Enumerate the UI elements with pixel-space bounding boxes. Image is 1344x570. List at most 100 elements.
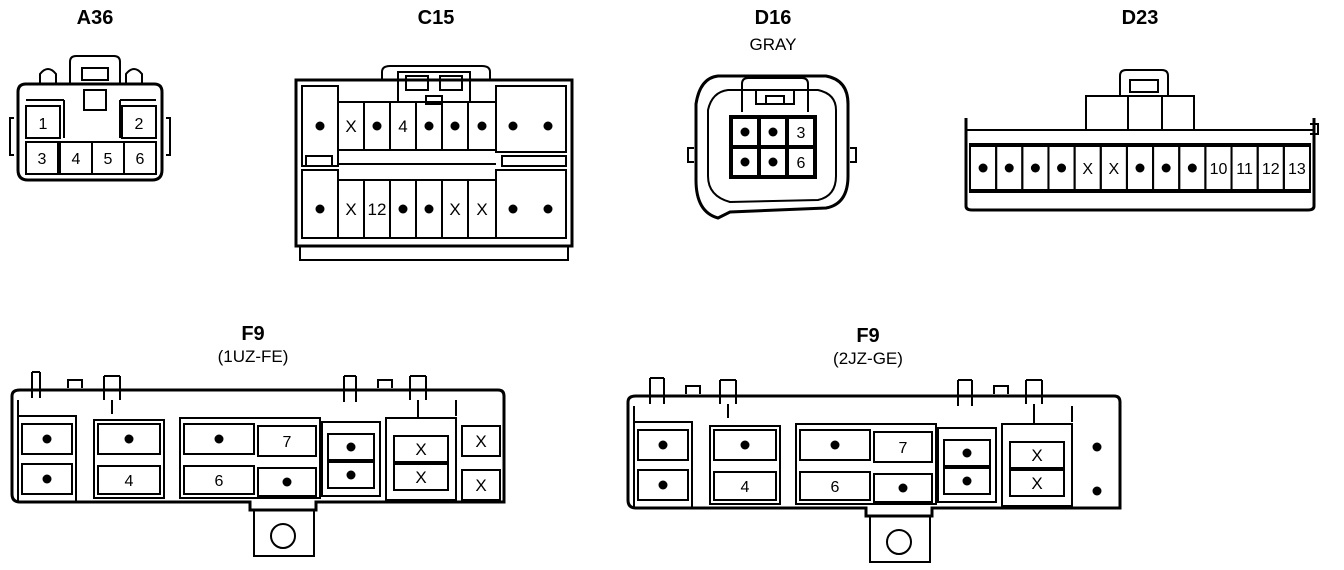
pin-cell: X xyxy=(461,425,501,457)
connector-a36-title: A36 xyxy=(77,7,114,29)
pin-label: 11 xyxy=(1236,161,1253,178)
pin-label: 4 xyxy=(741,479,750,496)
pin-cell xyxy=(995,145,1024,191)
pin-cell: 11 xyxy=(1230,145,1259,191)
pin-dot xyxy=(346,442,356,452)
connector-d16-body xyxy=(687,74,857,220)
pin-cell: X xyxy=(337,101,365,151)
pin-label: 2 xyxy=(135,116,144,133)
pin-dot xyxy=(508,121,518,131)
pin-cell xyxy=(969,145,998,191)
pin-label: X xyxy=(475,432,486,451)
pin-dot xyxy=(282,477,292,487)
pin-dot xyxy=(1092,486,1102,496)
pin-cell xyxy=(467,101,497,151)
connector-d23-body xyxy=(964,69,1319,212)
connector-d16: D16 GRAY 36 xyxy=(687,7,857,220)
pin-label: X xyxy=(476,200,487,219)
pin-dot xyxy=(1187,163,1197,173)
pin-cell: 6 xyxy=(183,465,255,495)
pin-label: 4 xyxy=(72,151,81,168)
pin-cell xyxy=(389,179,417,239)
pin-cell: 6 xyxy=(799,471,871,501)
connector-f9-1uz-body xyxy=(10,371,506,557)
pin-cell: 7 xyxy=(873,431,933,463)
pin-dot xyxy=(315,204,325,214)
pin-dot xyxy=(1004,163,1014,173)
pin-label: X xyxy=(1031,446,1042,465)
pin-cell xyxy=(759,117,787,147)
pin-cell: X xyxy=(441,179,469,239)
pin-dot xyxy=(898,483,908,493)
pin-label: X xyxy=(415,468,426,487)
connector-a36-body xyxy=(9,55,171,182)
pin-label: X xyxy=(1109,161,1120,178)
pin-cell xyxy=(1092,486,1102,496)
pin-cell xyxy=(1092,442,1102,452)
connector-f9-1uz-subtitle: (1UZ-FE) xyxy=(218,347,289,366)
pin-dot xyxy=(962,476,972,486)
pin-cell xyxy=(327,433,375,461)
pin-dot xyxy=(962,448,972,458)
pin-label: 13 xyxy=(1288,161,1306,178)
pin-cell: X xyxy=(1099,145,1128,191)
connector-d23-title: D23 xyxy=(1122,7,1159,29)
pin-cell xyxy=(183,423,255,455)
pin-dot xyxy=(424,121,434,131)
pin-dot xyxy=(477,121,487,131)
pin-cell: X xyxy=(337,179,365,239)
pin-label: 1 xyxy=(39,116,48,133)
pin-cell xyxy=(327,461,375,489)
pin-label: 4 xyxy=(398,117,407,136)
pin-dot xyxy=(124,434,134,444)
pin-dot xyxy=(543,204,553,214)
d16-cells: 36 xyxy=(731,117,815,177)
connector-a36: A36 1 2 3 4 5 6 xyxy=(9,7,171,182)
pin-dot xyxy=(658,440,668,450)
pin-dot xyxy=(214,434,224,444)
pin-cell xyxy=(441,101,469,151)
pin-cell: X xyxy=(461,469,501,501)
pin-label: 3 xyxy=(797,125,806,142)
pin-cell xyxy=(799,429,871,461)
pin-dot xyxy=(508,204,518,214)
pin-cell xyxy=(731,117,759,147)
pin-dot xyxy=(346,470,356,480)
pin-label: X xyxy=(345,117,356,136)
connector-f9-2jz-title: F9 xyxy=(856,325,879,347)
pin-cell xyxy=(315,121,325,131)
pin-cell: 13 xyxy=(1282,145,1312,191)
pin-dot xyxy=(424,204,434,214)
pin-cell xyxy=(543,121,553,131)
pin-dot xyxy=(658,480,668,490)
pin-label: X xyxy=(475,476,486,495)
pin-cell xyxy=(943,467,991,495)
pin-cell xyxy=(415,179,443,239)
pin-label: 7 xyxy=(899,440,908,457)
pin-cell xyxy=(21,423,73,455)
connector-f9-2jz-body xyxy=(626,377,1122,563)
pin-cell xyxy=(363,101,391,151)
pin-cell xyxy=(873,473,933,503)
pin-dot xyxy=(1135,163,1145,173)
pin-dot xyxy=(543,121,553,131)
pin-cell xyxy=(1047,145,1076,191)
pin-cell: X xyxy=(393,463,449,491)
pin-cell xyxy=(508,121,518,131)
pin-dot xyxy=(830,440,840,450)
pin-cell: 6 xyxy=(787,147,815,177)
pin-cell: X xyxy=(1009,469,1065,497)
connector-f9-1uz-title: F9 xyxy=(241,323,264,345)
pin-cell xyxy=(415,101,443,151)
pin-dot xyxy=(315,121,325,131)
pin-label: 10 xyxy=(1210,161,1228,178)
pin-label: 12 xyxy=(1262,161,1280,178)
pin-cell: 12 xyxy=(363,179,391,239)
